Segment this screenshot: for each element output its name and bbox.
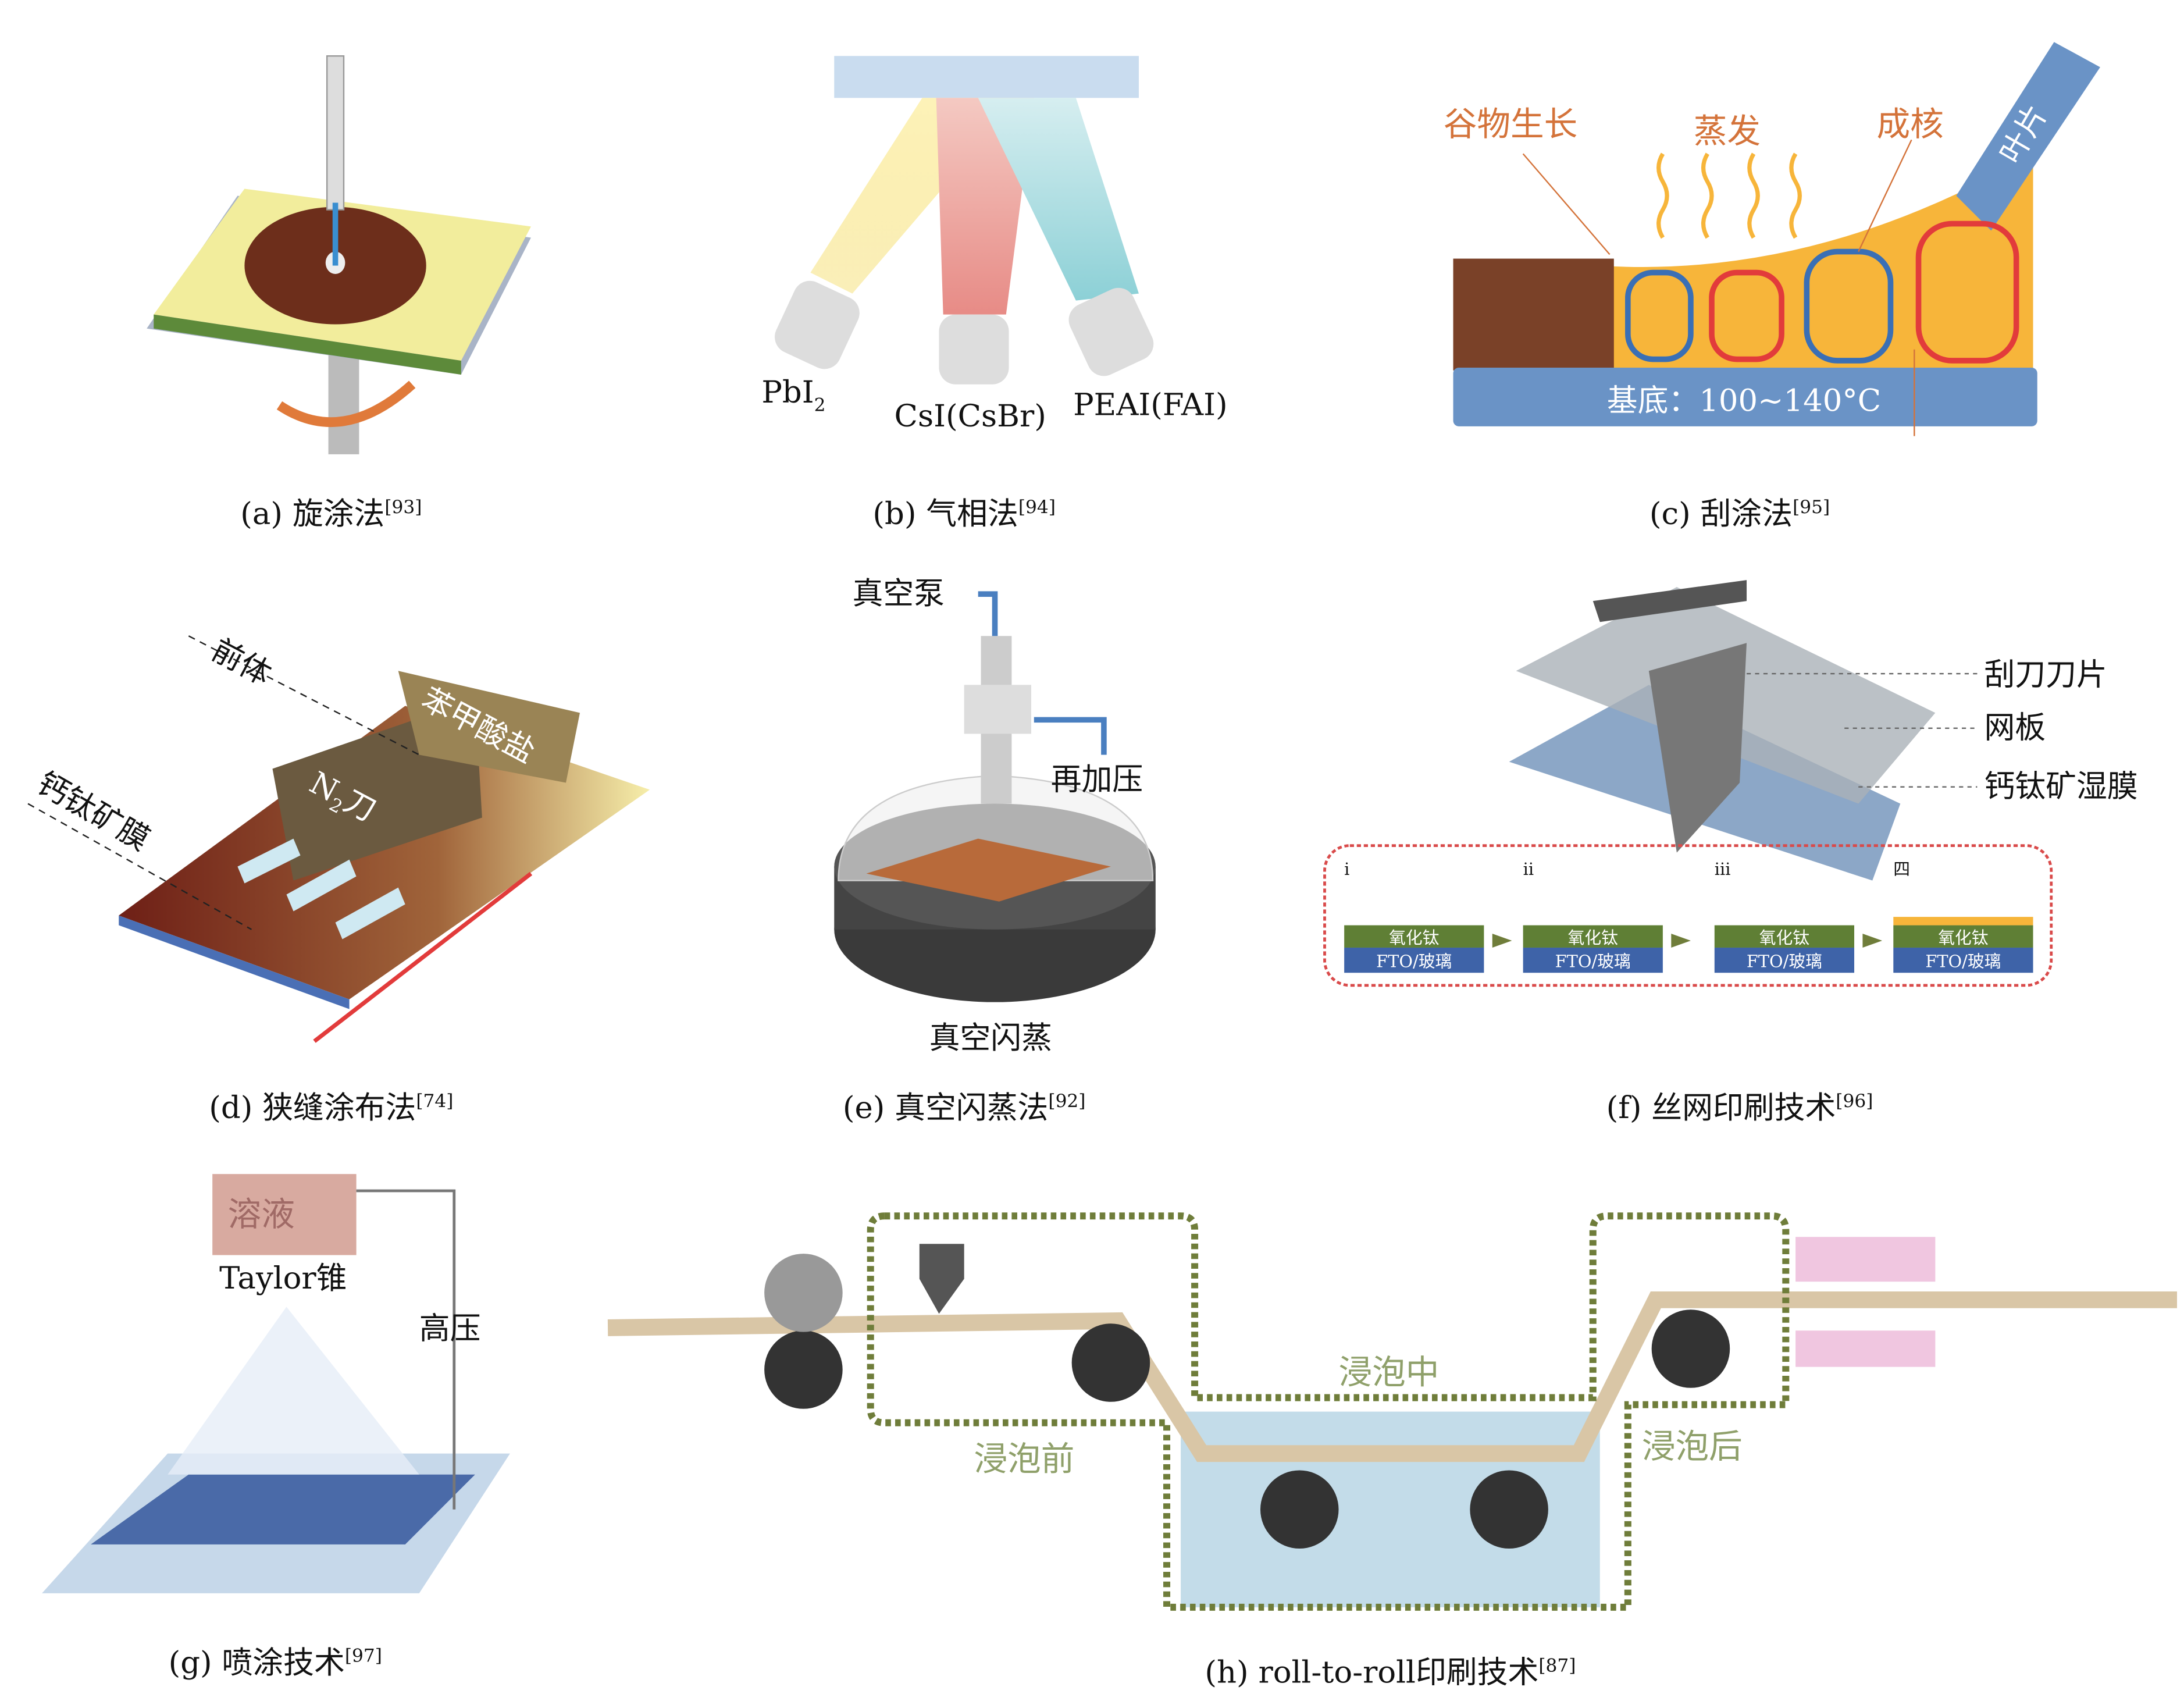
- label-repressurize: 再加压: [1051, 762, 1143, 798]
- svg-text:(e) 真空闪蒸法[92]: (e) 真空闪蒸法[92]: [843, 1090, 1086, 1126]
- label-csi: CsI(CsBr): [895, 398, 1046, 434]
- label-perovskite-film: 钙钛矿膜: [31, 766, 156, 858]
- process-step: 氧化钛 FTO/玻璃 ii: [1523, 859, 1691, 973]
- substrate-plate: [834, 56, 1139, 98]
- caption-g: (g) 喷涂技术: [169, 1645, 345, 1681]
- label-nucleation: 成核: [1876, 104, 1943, 144]
- step-number: ii: [1523, 859, 1534, 879]
- label-precursor: 前体: [206, 632, 277, 692]
- label-taylor-cone: Taylor锥: [219, 1261, 347, 1296]
- caption-d: (d) 狭缝涂布法: [209, 1090, 416, 1126]
- fto-label: FTO/玻璃: [1555, 952, 1631, 971]
- caption-b: (b) 气相法: [872, 496, 1018, 532]
- arrow-icon: [1862, 933, 1883, 948]
- panel-b-vapor: PbI2 CsI(CsBr) PEAI(FAI) (b) 气相法[94]: [761, 56, 1228, 532]
- fto-label: FTO/玻璃: [1376, 952, 1452, 971]
- process-step: 氧化钛 FTO/玻璃 四: [1893, 859, 2033, 973]
- label-wet-film: 钙钛矿湿膜: [1984, 769, 2137, 805]
- tio2-label: 氧化钛: [1759, 928, 1810, 948]
- tio2-label: 氧化钛: [1389, 928, 1440, 948]
- svg-text:(a) 旋涂法[93]: (a) 旋涂法[93]: [240, 496, 422, 532]
- tio2-layer: [1714, 925, 1855, 948]
- process-step: 氧化钛 FTO/玻璃 i: [1344, 859, 1512, 973]
- svg-text:(h) roll-to-roll印刷技术[87]: (h) roll-to-roll印刷技术[87]: [1205, 1655, 1576, 1691]
- panel-d-slot-die: 前体 苯甲酸盐 N2刀 钙钛矿膜 (d) 狭缝涂布法[74]: [27, 632, 650, 1126]
- svg-text:(g) 喷涂技术[97]: (g) 喷涂技术[97]: [169, 1645, 382, 1681]
- label-squeegee: 刮刀刀片: [1984, 657, 2107, 692]
- label-vacuum-flash: 真空闪蒸: [929, 1020, 1052, 1056]
- fto-label: FTO/玻璃: [1925, 952, 2001, 971]
- panel-c-blade-coating: 叶片 谷物生长 蒸发 成核 基底：100~140°C (c) 刮涂法[95]: [1444, 42, 2100, 532]
- panel-a-spin-coating: (a) 旋涂法[93]: [147, 55, 531, 532]
- panel-g-spray: 溶液 Taylor锥 高压 (g) 喷涂技术[97]: [42, 1174, 510, 1681]
- caption-f: (f) 丝网印刷技术: [1606, 1090, 1836, 1126]
- caption-c: (c) 刮涂法: [1649, 496, 1793, 532]
- label-before-soak: 浸泡前: [974, 1439, 1074, 1478]
- fto-layer: [1714, 947, 1855, 973]
- label-evaporation: 蒸发: [1694, 111, 1761, 151]
- process-step: 氧化钛 FTO/玻璃 iii: [1714, 859, 1883, 973]
- caption-a: (a) 旋涂法: [240, 496, 384, 532]
- label-screen: 网板: [1984, 710, 2046, 746]
- label-solution: 溶液: [228, 1194, 295, 1234]
- label-grain-growth: 谷物生长: [1444, 104, 1578, 144]
- panel-e-vacuum-flash: 真空泵 再加压 真空闪蒸 (e) 真空闪蒸法[92]: [834, 576, 1156, 1126]
- label-during-soak: 浸泡中: [1339, 1353, 1440, 1392]
- label-after-soak: 浸泡后: [1642, 1426, 1743, 1466]
- fto-layer: [1523, 947, 1663, 973]
- caption-h: (h) roll-to-roll印刷技术: [1205, 1655, 1538, 1691]
- panel-h-roll-to-roll: 浸泡前 浸泡中 浸泡后 (h) roll-to-roll印刷技术[87]: [607, 1212, 2177, 1691]
- arrow-icon: [1492, 933, 1512, 948]
- fto-layer: [1893, 947, 2033, 973]
- svg-text:PbI2: PbI2: [761, 375, 825, 415]
- arrow-icon: [1671, 933, 1691, 948]
- step-number: iii: [1715, 859, 1731, 879]
- label-vacuum-pump: 真空泵: [852, 576, 945, 611]
- fto-label: FTO/玻璃: [1747, 952, 1822, 971]
- svg-text:(c) 刮涂法[95]: (c) 刮涂法[95]: [1649, 496, 1830, 532]
- tio2-label: 氧化钛: [1938, 928, 1989, 948]
- ref-a: [93]: [384, 497, 422, 518]
- perovskite-layer: [1893, 917, 2033, 926]
- tio2-layer: [1344, 925, 1484, 948]
- tio2-label: 氧化钛: [1568, 928, 1619, 948]
- panel-f-screen-printing: 刮刀刀片 网板 钙钛矿湿膜 氧化钛 FTO/玻璃 i 氧化钛 FTO/玻璃 ii 氧化钛 FT…: [1323, 580, 2138, 1126]
- svg-text:(b) 气相法[94]: (b) 气相法[94]: [872, 496, 1055, 532]
- label-substrate: 基底：100~140°C: [1607, 383, 1881, 418]
- caption-e: (e) 真空闪蒸法: [843, 1090, 1049, 1126]
- step-number: i: [1344, 859, 1349, 879]
- fto-layer: [1344, 947, 1484, 973]
- label-high-voltage: 高压: [419, 1311, 481, 1347]
- tio2-layer: [1523, 925, 1663, 948]
- tio2-layer: [1893, 925, 2033, 948]
- label-peai: PEAI(FAI): [1073, 387, 1228, 423]
- svg-text:(f) 丝网印刷技术[96]: (f) 丝网印刷技术[96]: [1606, 1090, 1873, 1126]
- step-number: 四: [1893, 859, 1910, 879]
- svg-text:(d) 狭缝涂布法[74]: (d) 狭缝涂布法[74]: [209, 1090, 453, 1126]
